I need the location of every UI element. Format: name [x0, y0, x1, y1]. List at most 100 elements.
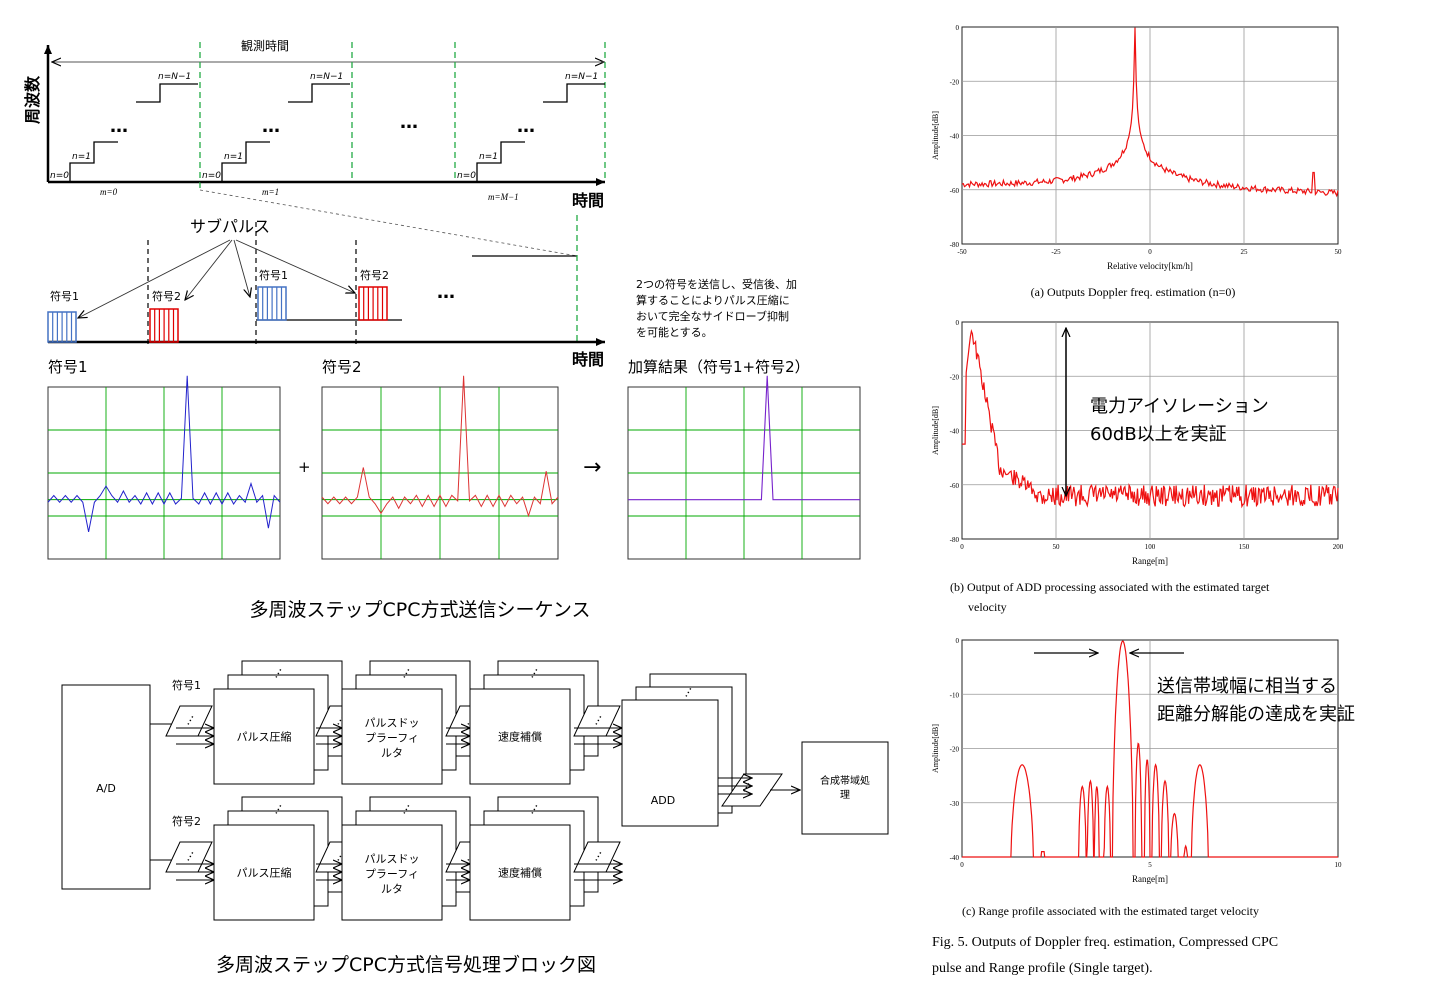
svg-text:算することによりパルス圧縮に: 算することによりパルス圧縮に	[636, 293, 790, 307]
code1-label-a: 符号1	[50, 290, 79, 303]
doppler-filter-row1	[341, 688, 443, 785]
plot-sum	[627, 375, 861, 560]
annotation-b-2: 60dB以上を実証	[1090, 424, 1227, 445]
y-tick: 0	[956, 637, 960, 645]
stair-low-2	[455, 141, 525, 183]
x-axis-label: Range[m]	[1132, 556, 1168, 566]
fig-a-caption: (a) Outputs Doppler freq. estimation (n=…	[1031, 285, 1236, 299]
code2-label-a: 符号2	[152, 290, 181, 303]
code1-label-b: 符号1	[259, 269, 288, 282]
add-label: ADD	[651, 794, 675, 807]
velocity-comp-row2	[469, 824, 571, 921]
time-axis-label-top: 時間	[572, 191, 604, 210]
plot1-title: 符号1	[48, 358, 88, 376]
pulse-compression-row2	[213, 824, 315, 921]
subpulse-code2-a	[149, 308, 179, 343]
y-tick: -60	[950, 482, 960, 490]
svg-text:おいて完全なサイドローブ抑制: おいて完全なサイドローブ抑制	[636, 309, 789, 323]
subpulse-code1-a	[47, 311, 77, 343]
frequency-steps	[48, 83, 605, 183]
code2-label-b: 符号2	[360, 269, 389, 282]
y-tick: -20	[950, 78, 960, 86]
y-tick: -80	[950, 536, 960, 544]
svg-text:速度補償: 速度補償	[498, 866, 542, 880]
nN-label: n=N−1	[158, 72, 191, 82]
x-tick: 0	[1148, 248, 1152, 256]
plot2-title: 符号2	[322, 358, 362, 376]
frame-separators	[199, 42, 606, 190]
x-tick: -50	[957, 248, 967, 256]
stair-dots: …	[262, 116, 280, 137]
stair-high-1	[288, 83, 350, 103]
dots-subpulse: …	[437, 282, 455, 303]
y-tick: -40	[950, 428, 960, 436]
svg-text:プラーフィ: プラーフィ	[365, 732, 419, 745]
dots-between-frames: …	[400, 112, 418, 133]
result-arrow: →	[583, 455, 601, 480]
svg-text:2つの符号を送信し、受信後、加: 2つの符号を送信し、受信後、加	[636, 277, 797, 291]
y-tick: 0	[956, 319, 960, 327]
fig-b-caption-2: velocity	[968, 600, 1007, 614]
subpulse-label: サブパルス	[190, 217, 270, 236]
svg-text:合成帯域処: 合成帯域処	[820, 774, 870, 787]
stair-high-2	[543, 83, 605, 103]
ad-label: A/D	[96, 782, 116, 795]
n0-label: n=0	[457, 171, 476, 181]
x-tick: 0	[960, 861, 964, 869]
block-code1-label: 符号1	[172, 679, 201, 692]
svg-text:パルスドッ: パルスドッ	[365, 853, 420, 866]
y-axis-label: Amplitude[dB]	[931, 724, 940, 773]
m1-label: m=1	[262, 187, 279, 197]
plus-sign: +	[298, 458, 311, 476]
svg-text:パルス圧縮: パルス圧縮	[237, 730, 292, 744]
freq-axis-label: 周波数	[23, 75, 42, 124]
x-tick: 150	[1239, 543, 1250, 551]
block-code2-label: 符号2	[172, 815, 201, 828]
n1-label: n=1	[479, 152, 498, 162]
add-block	[621, 699, 719, 827]
plot-code2	[321, 375, 559, 560]
svg-text:プラーフィ: プラーフィ	[365, 868, 419, 881]
y-tick: -20	[950, 373, 960, 381]
stair-low-1	[200, 141, 270, 183]
mM-label: m=M−1	[488, 192, 519, 202]
svg-text:理: 理	[840, 789, 850, 801]
annotation-c-2: 距離分解能の達成を実証	[1157, 704, 1355, 725]
x-tick: 10	[1335, 861, 1343, 869]
stair-high-0	[136, 83, 198, 103]
data-curve	[962, 640, 1338, 858]
plot3-title: 加算結果（符号1+符号2）	[628, 358, 810, 376]
svg-text:を可能とする。: を可能とする。	[636, 325, 713, 339]
block-caption: 多周波ステップCPC方式信号処理ブロック図	[216, 953, 596, 976]
obs-time-label: 観測時間	[241, 39, 289, 53]
sequence-note: 2つの符号を送信し、受信後、加 算することによりパルス圧縮に おいて完全なサイド…	[636, 277, 797, 339]
x-tick: 100	[1145, 543, 1156, 551]
x-tick: 50	[1053, 543, 1061, 551]
synthetic-band-block	[801, 741, 889, 835]
transmit-sequence: 周波数 時間 観測時間 n=0n=1n=N−1…n=0n=1n=N−1…n=0n…	[23, 39, 861, 621]
y-tick: -40	[950, 854, 960, 862]
stair-dots: …	[110, 116, 128, 137]
subpulses	[47, 286, 388, 343]
block-diagram: A/D …パルス圧縮……パルスドップラーフィルタ……速度補償………パルス圧縮………	[61, 660, 889, 921]
y-tick: -20	[950, 746, 960, 754]
stair-low-0	[48, 141, 118, 183]
n1-label: n=1	[224, 152, 243, 162]
velocity-comp-row1	[469, 688, 571, 785]
y-tick: -40	[950, 133, 960, 141]
x-tick: 0	[960, 543, 964, 551]
y-tick: -60	[950, 187, 960, 195]
x-tick: 5	[1148, 861, 1152, 869]
svg-text:パルス圧縮: パルス圧縮	[237, 866, 292, 880]
nN-label: n=N−1	[310, 72, 343, 82]
data-curve	[962, 329, 1339, 509]
subpulse-code2-b	[358, 286, 388, 321]
y-tick: -30	[950, 800, 960, 808]
x-tick: 25	[1241, 248, 1249, 256]
y-axis-label: Amplitude[dB]	[931, 406, 940, 455]
n0-label: n=0	[50, 171, 69, 181]
x-axis-label: Range[m]	[1132, 874, 1168, 884]
